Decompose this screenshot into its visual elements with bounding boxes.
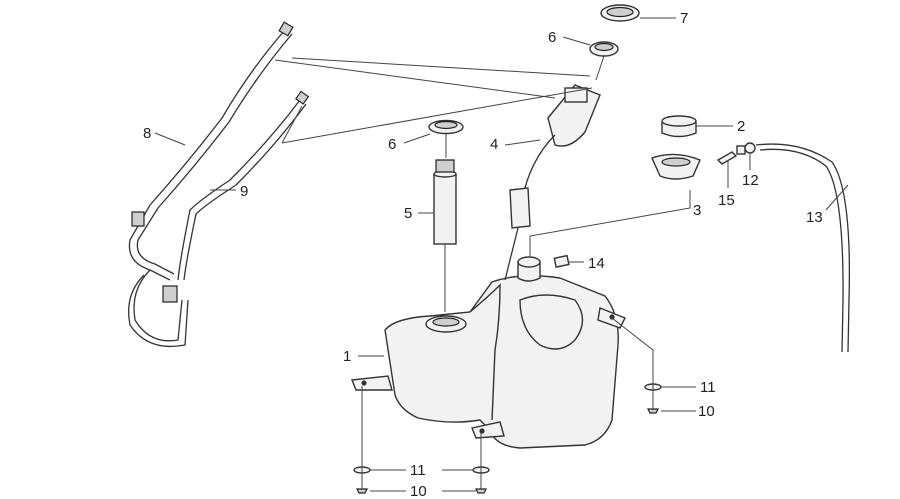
callout-10-right: 10 [698,403,715,420]
callouts: 1 2 3 4 5 6 6 7 8 9 10 10 10 11 11 11 12… [143,10,823,499]
filler-ring [651,153,701,180]
callout-6-lower: 6 [388,136,396,153]
callout-11-bottom: 11 [410,462,426,479]
callout-15: 15 [718,192,735,209]
callout-3: 3 [693,202,701,219]
callout-13: 13 [806,209,823,226]
breather-fitting [716,142,756,165]
fuel-pump-assembly [504,84,601,281]
level-sender [433,159,457,245]
callout-2: 2 [737,118,745,135]
leader-lines [154,17,849,492]
clamp-ring [600,4,640,22]
seal-ring-lower [428,119,464,135]
fuel-tank [351,256,626,449]
callout-4: 4 [490,136,498,153]
callout-8: 8 [143,125,151,142]
callout-9: 9 [240,183,248,200]
callout-7: 7 [680,10,688,27]
fuel-hose-9 [127,90,310,348]
callout-14: 14 [588,255,605,272]
vent-hose [755,143,851,353]
callout-6-upper: 6 [548,29,556,46]
callout-12: 12 [742,172,759,189]
callout-1: 1 [343,348,351,365]
seal-ring-upper [589,41,619,57]
fuel-cap [661,115,697,138]
callout-10-bottom-left: 10 [410,483,427,499]
clip-14 [553,254,570,268]
fuel-hose-8 [128,21,294,281]
callout-11-right: 11 [700,379,716,396]
callout-5: 5 [404,205,412,222]
